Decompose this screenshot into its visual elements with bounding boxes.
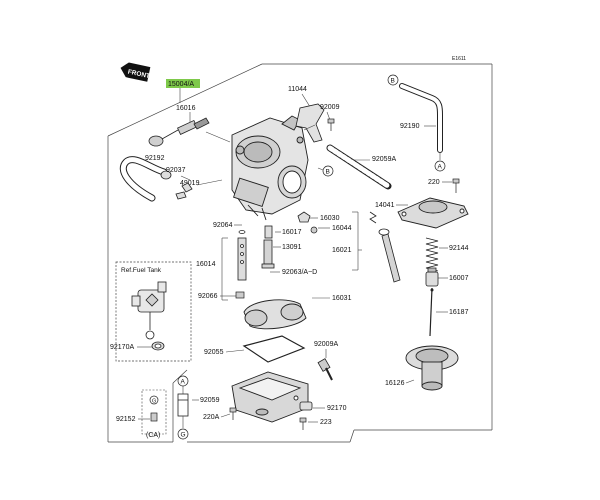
pn-92066: 92066 <box>198 293 218 300</box>
inset-frame <box>115 261 192 362</box>
pn-16187: 16187 <box>449 309 469 316</box>
pn-16021: 16021 <box>332 247 352 254</box>
needle-jet-icon <box>264 225 273 239</box>
pn-92170: 92170 <box>327 405 347 412</box>
float-valve-seat-icon <box>297 211 311 223</box>
callout-g: G <box>177 428 189 440</box>
highlight-box <box>166 79 200 88</box>
callout-g-inset: G <box>149 395 159 405</box>
carburetor-top-cap-icon <box>397 197 469 229</box>
diagram-frame <box>107 63 493 443</box>
ca-inset-frame <box>141 389 167 435</box>
pn-220: 220 <box>428 179 440 186</box>
cap-screw-icon <box>452 178 460 193</box>
pn-16031: 16031 <box>332 295 352 302</box>
pn-16016: 16016 <box>176 105 196 112</box>
callout-b: B <box>322 165 334 177</box>
pn-16030: 16030 <box>320 215 340 222</box>
front-arrow-badge: FRONT <box>120 62 150 82</box>
ca-label: (CA) <box>146 432 160 439</box>
drain-screw-icon <box>317 358 333 381</box>
callout-b-top: B <box>387 74 399 86</box>
inset-title: Ref.Fuel Tank <box>121 267 162 274</box>
pn-15004a: 15004/A <box>168 81 194 88</box>
svg-text:A: A <box>438 164 443 171</box>
bowl-clamp-icon <box>299 401 313 411</box>
fuel-tank-inset: Ref.Fuel Tank 92170A <box>110 261 192 362</box>
small-screw-icon <box>299 417 307 430</box>
pn-92152: 92152 <box>116 416 136 423</box>
o-ring-icon <box>238 230 246 234</box>
starter-plunger-icon <box>369 211 401 283</box>
pn-92064: 92064 <box>213 222 233 229</box>
pn-13091: 13091 <box>282 244 302 251</box>
pn-92037: 92037 <box>166 167 186 174</box>
pn-11044: 11044 <box>288 86 307 93</box>
short-hose-icon <box>177 393 189 417</box>
float-icon <box>243 299 307 330</box>
jet-needle-icon <box>429 287 433 337</box>
pn-16044: 16044 <box>332 225 352 232</box>
bracket-16014 <box>221 237 228 301</box>
pn-92009: 92009 <box>320 104 340 111</box>
pn-92144: 92144 <box>449 245 469 252</box>
fuel-petcock-icon <box>131 281 167 340</box>
svg-text:B: B <box>326 169 330 176</box>
front-label: FRONT <box>127 69 150 81</box>
drain-hose-icon <box>326 144 392 190</box>
idle-adjust-screw-icon <box>148 117 210 147</box>
pn-16017: 16017 <box>282 229 302 236</box>
svg-text:G: G <box>152 398 156 404</box>
jet-holder-icon <box>261 239 275 269</box>
pn-92055: 92055 <box>204 349 224 356</box>
pn-92063: 92063/A~D <box>282 269 317 276</box>
pn-220a: 220A <box>203 414 220 421</box>
cable-bracket-icon <box>295 103 325 143</box>
leader-lines <box>180 124 316 186</box>
bracket-16021 <box>352 211 362 271</box>
pn-92059: 92059 <box>200 397 220 404</box>
pilot-jet-icon <box>310 226 318 234</box>
pn-92170a: 92170A <box>110 344 134 351</box>
float-bowl-gasket-icon <box>242 335 306 363</box>
callout-a-top: A <box>434 160 446 172</box>
pn-14041: 14041 <box>375 202 395 209</box>
main-jet-icon <box>235 291 245 299</box>
slide-spring-icon <box>425 237 439 272</box>
pn-92190: 92190 <box>400 123 420 130</box>
pn-16007: 16007 <box>449 275 469 282</box>
pn-16126: 16126 <box>385 380 405 387</box>
callout-a-lower: A <box>177 375 189 387</box>
screw-icon <box>327 118 335 131</box>
pn-49019: 49019 <box>180 180 200 187</box>
plug-icon <box>150 412 158 422</box>
pn-92009a: 92009A <box>314 341 338 348</box>
needle-jet-tube-icon <box>237 237 247 281</box>
pn-92192: 92192 <box>145 155 165 162</box>
pn-223: 223 <box>320 419 332 426</box>
diagram-code: E1611 <box>452 56 466 62</box>
pn-92059a: 92059A <box>372 156 396 163</box>
clamp-icon <box>151 341 165 351</box>
float-bowl-icon <box>231 371 309 423</box>
svg-text:B: B <box>391 78 395 85</box>
svg-text:G: G <box>181 432 186 439</box>
pn-16014: 16014 <box>196 261 216 268</box>
needle-holder-icon <box>425 267 439 287</box>
diaphragm-slide-icon <box>405 345 459 391</box>
carburetor-body-icon <box>231 115 309 221</box>
svg-text:A: A <box>181 379 186 386</box>
bowl-screw-icon <box>229 407 237 420</box>
clip-icon <box>175 182 193 200</box>
